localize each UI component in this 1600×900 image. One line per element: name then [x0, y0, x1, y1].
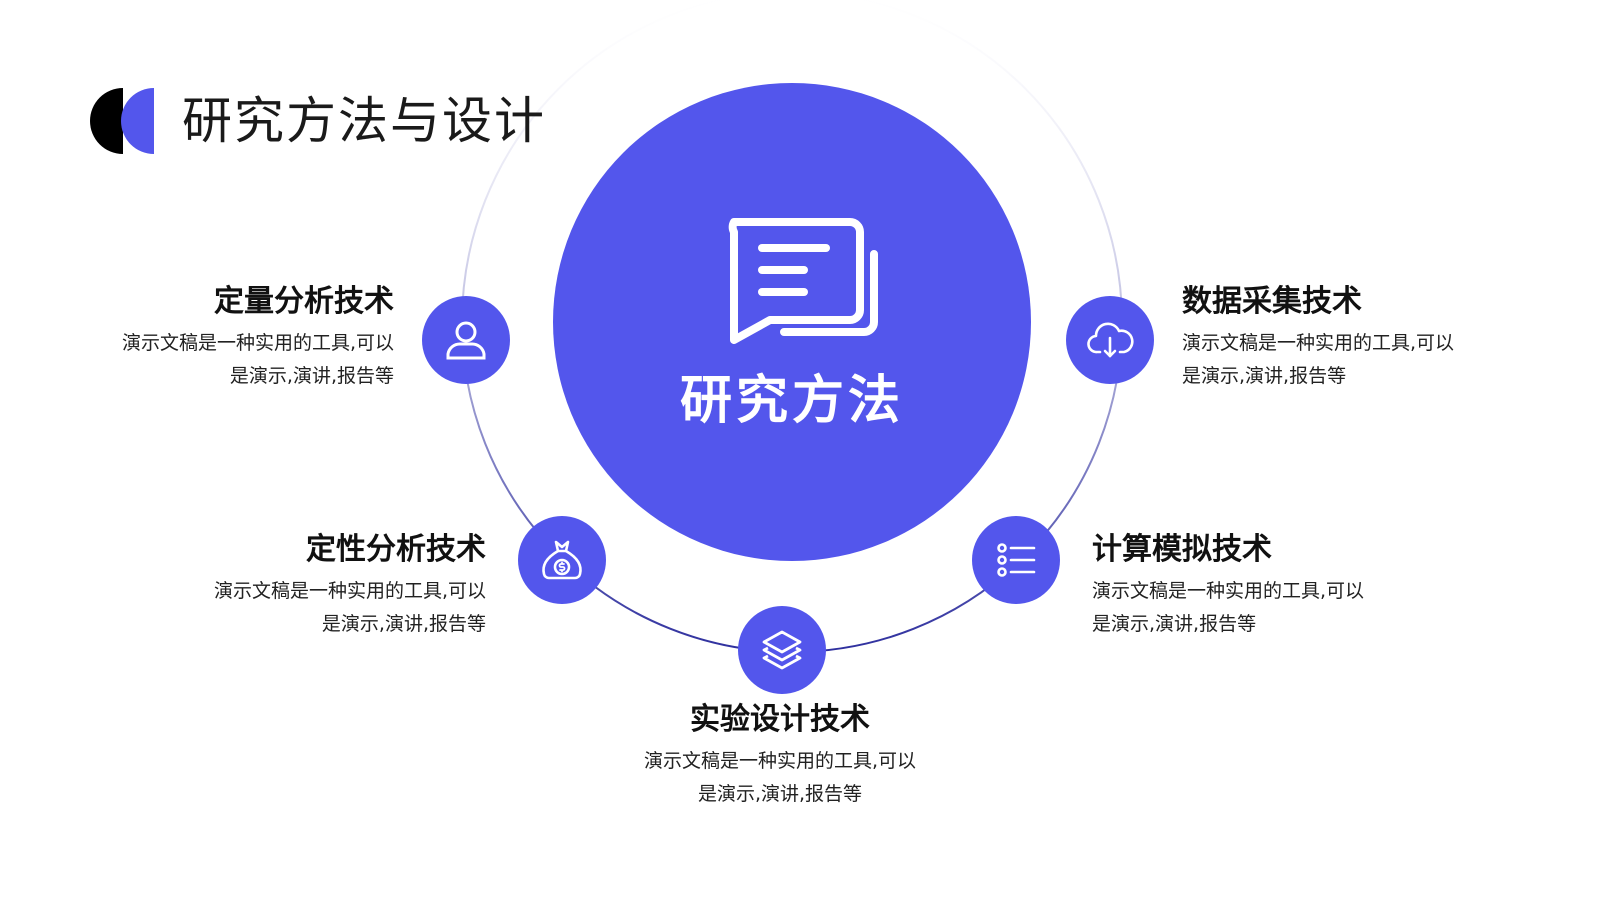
list-icon [997, 543, 1036, 577]
user-icon [446, 321, 486, 360]
node-description: 演示文稿是一种实用的工具,可以是演示,演讲,报告等 [121, 332, 394, 387]
money-bag-icon [542, 540, 582, 580]
node-title: 定量分析技术 [214, 284, 394, 319]
node-description: 演示文稿是一种实用的工具,可以是演示,演讲,报告等 [213, 580, 486, 635]
node-description: 演示文稿是一种实用的工具,可以是演示,演讲,报告等 [643, 750, 917, 805]
node-quantitative [422, 296, 510, 384]
center-label: 研究方法 [679, 371, 904, 431]
node-description: 演示文稿是一种实用的工具,可以是演示,演讲,报告等 [1092, 580, 1365, 635]
chat-bubbles-icon [722, 218, 898, 348]
brand-logo [90, 88, 156, 154]
node-title: 计算模拟技术 [1092, 532, 1272, 567]
cloud-download-icon [1087, 322, 1134, 358]
node-data-collection [1066, 296, 1154, 384]
node-title: 定性分析技术 [306, 532, 486, 567]
node-experimental [738, 606, 826, 694]
node-title: 数据采集技术 [1182, 284, 1362, 319]
page-title: 研究方法与设计 [182, 92, 546, 150]
node-title: 实验设计技术 [690, 702, 870, 737]
layers-icon [762, 630, 802, 670]
node-description: 演示文稿是一种实用的工具,可以是演示,演讲,报告等 [1182, 332, 1455, 387]
node-simulation [972, 516, 1060, 604]
node-qualitative [518, 516, 606, 604]
